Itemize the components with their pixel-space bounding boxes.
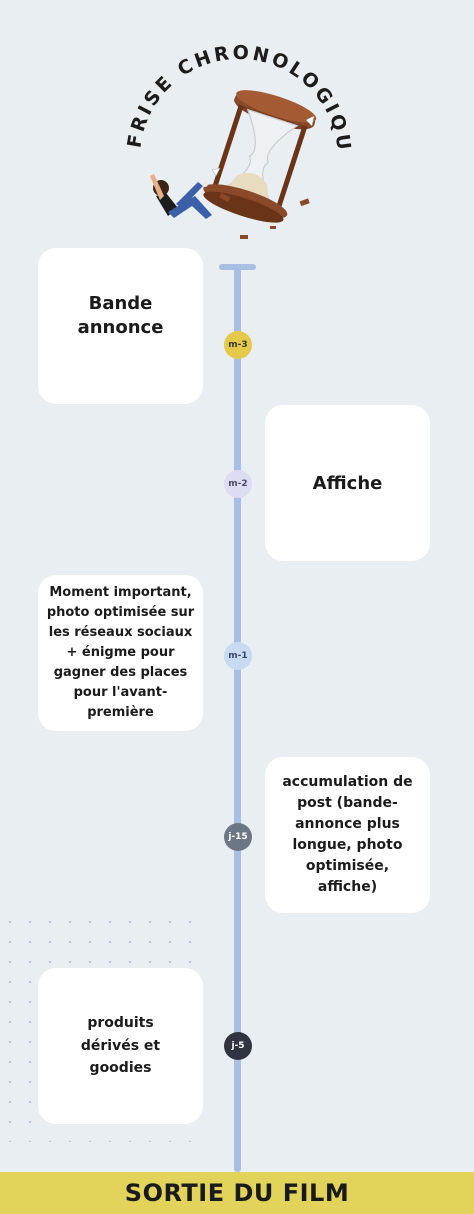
- event-card: Affiche: [265, 405, 430, 561]
- footer-label: SORTIE DU FILM: [124, 1179, 350, 1207]
- header-illustration: FRISE CHRONOLOGIQUE: [0, 0, 352, 239]
- event-text: produits dérivés et goodies: [80, 1015, 161, 1077]
- event-card: Moment important, photo optimisée sur le…: [38, 575, 203, 731]
- event-card: produits dérivés et goodies: [38, 968, 203, 1124]
- timeline-start-cap: [219, 264, 256, 270]
- debris-icon: [211, 115, 315, 239]
- event-text: Affiche: [312, 472, 383, 494]
- timeline-marker: m-3: [224, 331, 252, 359]
- timeline-marker: m-1: [224, 642, 252, 670]
- timeline-marker: m-2: [224, 470, 252, 498]
- event-card: Bande annonce: [38, 248, 203, 404]
- event-text: Bande annonce: [77, 292, 164, 338]
- event-card: accumulation de post (bande-annonce plus…: [265, 757, 430, 913]
- timeline-marker: j-5: [224, 1032, 252, 1060]
- event-text: accumulation de post (bande-annonce plus…: [282, 774, 413, 895]
- hourglass-icon: [203, 90, 317, 223]
- event-text: Moment important, photo optimisée sur le…: [46, 584, 195, 721]
- timeline-marker: j-15: [224, 823, 252, 851]
- footer-banner: SORTIE DU FILM: [0, 1172, 474, 1214]
- falling-person-icon: [150, 174, 217, 224]
- timeline-line: [234, 267, 241, 1172]
